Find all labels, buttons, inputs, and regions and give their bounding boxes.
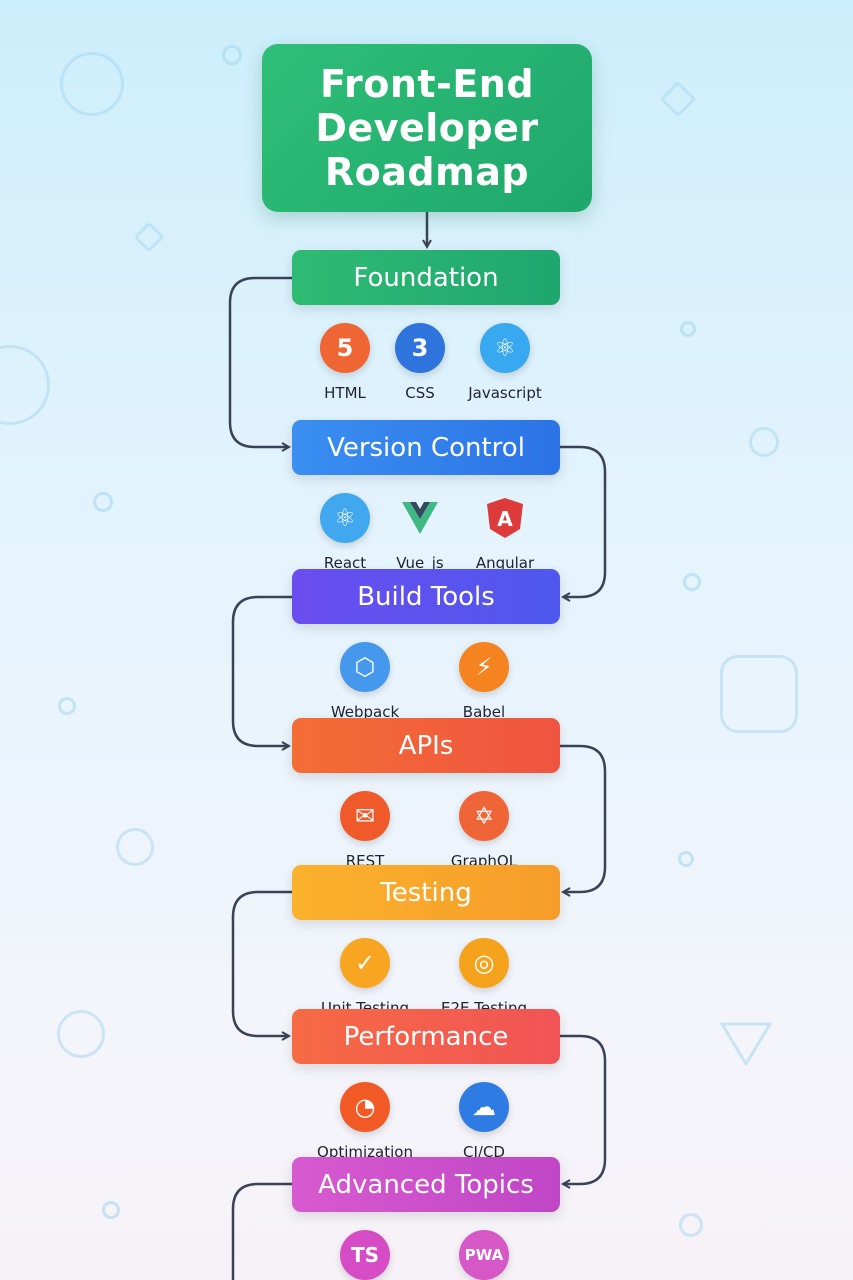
tool-item: ⚛ Javascript [457, 323, 553, 402]
gauge-icon: ◔ [340, 1082, 390, 1132]
stage-label: Build Tools [357, 581, 495, 612]
tool-label: Anqular [475, 554, 535, 572]
cube-icon: ⬡ [340, 642, 390, 692]
page-title: Front-End Developer Roadmap [315, 62, 539, 194]
css3-icon: 3 [395, 323, 445, 373]
connector-testing-performance [231, 890, 294, 1036]
stage-label: Foundation [353, 262, 499, 293]
html5-icon: 5 [320, 323, 370, 373]
stage-label: APIs [398, 730, 454, 761]
stage-label: Testing [380, 877, 472, 908]
tool-label: CSS [405, 384, 435, 402]
tool-item: ⚛ React [297, 493, 393, 572]
atom-icon: ⚛ [480, 323, 530, 373]
tool-label: Webpack [330, 703, 400, 721]
tool-item: ☁ CI/CD [436, 1082, 532, 1161]
stage-label: Advanced Topics [318, 1169, 534, 1200]
tool-item: TS [317, 1230, 413, 1280]
stage-testing: Testing [292, 865, 560, 920]
tool-item: ✉REST [317, 791, 413, 870]
tool-label: HTML [324, 384, 366, 402]
cloud-icon: ☁ [459, 1082, 509, 1132]
stage-label: Performance [343, 1021, 509, 1052]
angular-icon: A [480, 493, 530, 543]
tool-item: ⚡ Babel [436, 642, 532, 721]
stage-foundation: Foundation [292, 250, 560, 305]
tool-item: ✓Unit Testing [317, 938, 413, 1017]
tool-label: Babel [462, 703, 506, 721]
stage-apis: APIs [292, 718, 560, 773]
target-icon: ◎ [459, 938, 509, 988]
tool-label: CI/CD [463, 1143, 505, 1161]
tool-label: Javascript [468, 384, 542, 402]
tool-label: React [323, 554, 367, 572]
checkmark-icon: ✓ [340, 938, 390, 988]
connector-build-apis [231, 595, 294, 746]
connector-advanced-next [231, 1182, 294, 1280]
graphql-icon: ✡ [459, 791, 509, 841]
roadmap-title-card: Front-End Developer Roadmap [262, 44, 592, 212]
stage-build-tools: Build Tools [292, 569, 560, 624]
react-icon: ⚛ [320, 493, 370, 543]
tool-item: ✡GraphOL [436, 791, 532, 870]
stage-version-control: Version Control [292, 420, 560, 475]
typescript-icon: TS [340, 1230, 390, 1280]
vue-icon [395, 493, 445, 543]
tool-item: ◔ Optimization [317, 1082, 413, 1161]
connector-performance-advanced [558, 1034, 607, 1184]
connector-version-build [558, 445, 607, 597]
connector-apis-testing [558, 744, 607, 892]
tool-item: A Anqular [457, 493, 553, 572]
tool-item: ◎E2E Testing [436, 938, 532, 1017]
lightning-icon: ⚡ [459, 642, 509, 692]
pwa-icon: PWA [459, 1230, 509, 1280]
tool-label: Optimization [317, 1143, 413, 1161]
stage-label: Version Control [327, 432, 525, 463]
stage-advanced-topics: Advanced Topics [292, 1157, 560, 1212]
svg-text:A: A [497, 507, 513, 531]
tool-item: PWA [436, 1230, 532, 1280]
tool-item: Vue_js [372, 493, 468, 572]
tool-item: ⬡ Webpack [317, 642, 413, 721]
stage-performance: Performance [292, 1009, 560, 1064]
envelope-icon: ✉ [340, 791, 390, 841]
tool-label: Vue_js [396, 554, 444, 572]
connector-foundation-version [228, 276, 294, 447]
